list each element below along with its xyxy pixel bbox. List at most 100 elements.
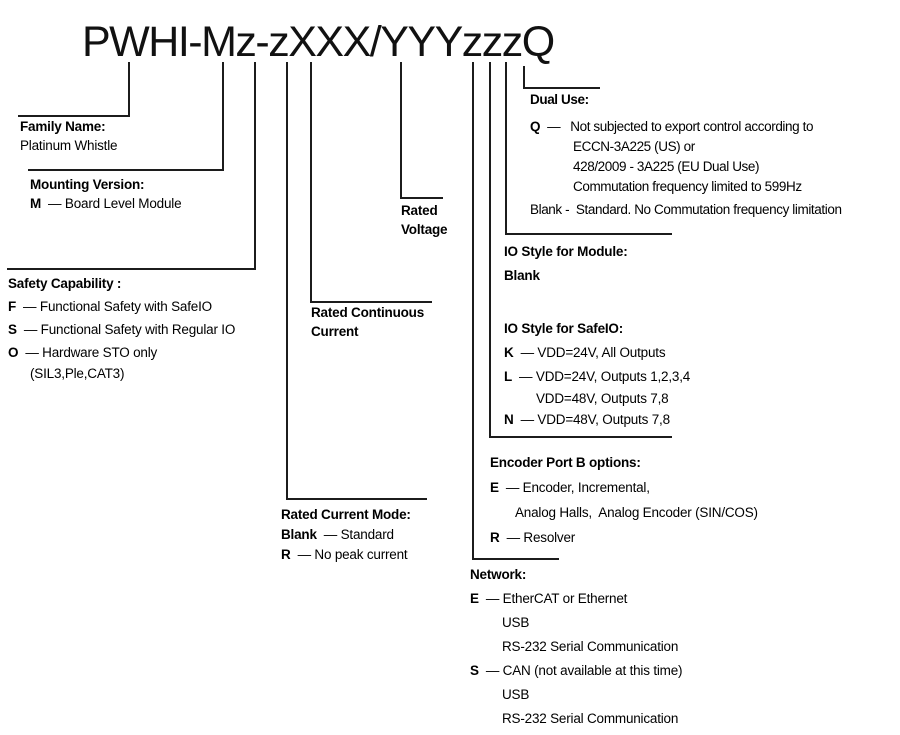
encoder-option-r: R — Resolver: [490, 525, 758, 550]
option-text: — Hardware STO only: [25, 345, 158, 360]
network-heading: Network:: [470, 567, 527, 582]
safety-option-f: F — Functional Safety with SafeIO: [8, 295, 235, 318]
option-text: — Standard: [323, 527, 394, 542]
option-key: N: [504, 412, 514, 427]
rated-voltage-leader-line: [400, 62, 443, 199]
network-section: Network: E — EtherCAT or Ethernet USB RS…: [470, 563, 683, 731]
network-option-s-usb: USB: [502, 683, 682, 707]
encoder-option-e: E — Encoder, Incremental,: [490, 475, 758, 500]
mounting-version-heading: Mounting Version:: [30, 177, 145, 192]
encoder-port-b-section: Encoder Port B options: E — Encoder, Inc…: [490, 450, 758, 550]
option-text: RS-232 Serial Communication: [502, 711, 679, 726]
option-text: — Encoder, Incremental,: [505, 480, 650, 495]
io-style-leader-line: [505, 62, 672, 235]
option-text: USB: [502, 687, 530, 702]
safety-option-o: O — Hardware STO only: [8, 341, 235, 364]
option-key: K: [504, 345, 514, 360]
option-text: USB: [502, 615, 530, 630]
safeio-option-l: L — VDD=24V, Outputs 1,2,3,4: [504, 365, 690, 389]
option-text: — Not subjected to export control accord…: [547, 119, 814, 134]
option-key: M: [30, 196, 42, 211]
family-leader-line: [18, 62, 130, 117]
option-key: S: [470, 663, 479, 678]
rated-continuous-current-line1: Rated Continuous: [311, 305, 425, 320]
option-text: — VDD=48V, Outputs 7,8: [520, 412, 671, 427]
family-name-section: Family Name: Platinum Whistle: [20, 117, 118, 155]
option-key: O: [8, 345, 19, 360]
encoder-port-b-heading: Encoder Port B options:: [490, 455, 641, 470]
option-text: — Functional Safety with SafeIO: [23, 299, 212, 314]
option-text: ECCN-3A225 (US) or: [573, 139, 695, 154]
option-text: — Board Level Module: [48, 196, 182, 211]
family-name-value: Platinum Whistle: [20, 136, 118, 155]
io-style-module-value: Blank: [504, 268, 540, 283]
option-text: VDD=48V, Outputs 7,8: [536, 391, 669, 406]
safety-leader-line: [7, 62, 256, 270]
option-text: — Resolver: [506, 530, 576, 545]
safeio-option-l-detail: VDD=48V, Outputs 7,8: [536, 389, 690, 408]
part-number-title: PWHI-Mz-zXXX/YYYzzzQ: [82, 18, 555, 66]
rated-voltage-line2: Voltage: [401, 222, 448, 237]
mounting-option-m: M — Board Level Module: [30, 194, 182, 213]
network-option-e-rs232: RS-232 Serial Communication: [502, 635, 682, 659]
rated-voltage-line1: Rated: [401, 203, 438, 218]
option-text: (SIL3,Ple,CAT3): [30, 366, 125, 381]
safety-capability-heading: Safety Capability :: [8, 276, 122, 291]
option-text: Commutation frequency limited to 599Hz: [573, 179, 802, 194]
family-name-text: Platinum Whistle: [20, 138, 118, 153]
option-text: — EtherCAT or Ethernet: [485, 591, 628, 606]
network-leader-line: [472, 62, 559, 560]
option-key: Q: [530, 119, 541, 134]
safety-option-o-detail: (SIL3,Ple,CAT3): [30, 364, 235, 384]
rated-current-mode-heading: Rated Current Mode:: [281, 507, 411, 522]
mounting-version-section: Mounting Version: M — Board Level Module: [30, 175, 182, 213]
family-name-heading: Family Name:: [20, 119, 106, 134]
dual-use-option-q-commutation: Commutation frequency limited to 599Hz: [573, 177, 842, 197]
option-key: Blank: [281, 527, 317, 542]
safeio-option-k: K — VDD=24V, All Outputs: [504, 341, 690, 365]
dual-use-option-q-eu: 428/2009 - 3A225 (EU Dual Use): [573, 157, 842, 177]
io-style-safeio-heading: IO Style for SafeIO:: [504, 321, 624, 336]
option-text: Blank - Standard. No Commutation frequen…: [530, 202, 842, 217]
network-option-s-rs232: RS-232 Serial Communication: [502, 707, 682, 731]
network-option-s: S — CAN (not available at this time): [470, 659, 683, 683]
rated-voltage-label: Rated Voltage: [401, 201, 448, 239]
mounting-leader-line: [28, 62, 224, 171]
option-key: R: [490, 530, 500, 545]
option-text: — VDD=24V, Outputs 1,2,3,4: [519, 369, 691, 384]
rated-current-mode-section: Rated Current Mode: Blank — Standard R —…: [281, 505, 411, 565]
rated-current-mode-option-blank: Blank — Standard: [281, 525, 411, 545]
dual-use-heading: Dual Use:: [530, 92, 589, 107]
option-key: S: [8, 322, 17, 337]
option-text: 428/2009 - 3A225 (EU Dual Use): [573, 159, 760, 174]
option-text: RS-232 Serial Communication: [502, 639, 679, 654]
dual-use-option-blank: Blank - Standard. No Commutation frequen…: [530, 200, 842, 220]
rated-continuous-current-line2: Current: [311, 324, 359, 339]
encoder-port-b-leader-line: [489, 62, 672, 438]
option-key: E: [490, 480, 499, 495]
rated-continuous-current-label: Rated Continuous Current: [311, 303, 424, 341]
option-key: F: [8, 299, 17, 314]
dual-use-option-q-eccn: ECCN-3A225 (US) or: [573, 137, 842, 157]
option-text: — CAN (not available at this time): [485, 663, 683, 678]
option-key: L: [504, 369, 513, 384]
rated-current-mode-leader-line: [286, 62, 427, 500]
dual-use-option-q: Q — Not subjected to export control acco…: [530, 117, 842, 137]
rated-current-mode-option-r: R — No peak current: [281, 545, 411, 565]
network-option-e: E — EtherCAT or Ethernet: [470, 587, 682, 611]
dual-use-leader-line: [523, 66, 600, 89]
io-style-module-heading: IO Style for Module:: [504, 244, 628, 259]
option-key: R: [281, 547, 291, 562]
io-style-section: IO Style for Module: Blank IO Style for …: [504, 240, 690, 432]
option-text: — Functional Safety with Regular IO: [23, 322, 236, 337]
network-option-e-usb: USB: [502, 611, 682, 635]
rated-continuous-current-leader-line: [310, 62, 432, 303]
safeio-option-n: N — VDD=48V, Outputs 7,8: [504, 408, 690, 432]
encoder-option-e-detail: Analog Halls, Analog Encoder (SIN/COS): [515, 500, 758, 525]
option-text: Analog Halls, Analog Encoder (SIN/COS): [515, 505, 758, 520]
option-text: — No peak current: [297, 547, 408, 562]
safety-option-s: S — Functional Safety with Regular IO: [8, 318, 235, 341]
option-key: E: [470, 591, 479, 606]
safety-capability-section: Safety Capability : F — Functional Safet…: [8, 272, 235, 384]
